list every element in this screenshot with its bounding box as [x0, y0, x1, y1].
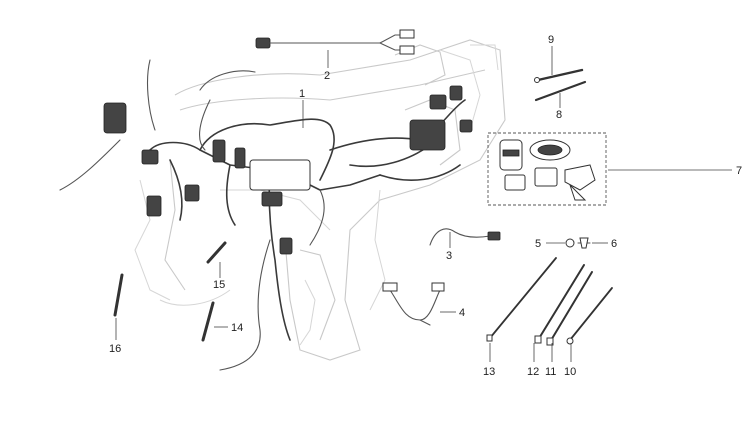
callout-16: 16	[109, 343, 121, 355]
callout-3: 3	[446, 250, 452, 262]
rods-parts	[534, 68, 587, 102]
harness-adapter-part	[255, 29, 415, 55]
callout-9: 9	[548, 34, 554, 46]
callout-6: 6	[611, 238, 617, 250]
connector-cable-part	[382, 282, 445, 326]
cable-ties	[486, 257, 613, 346]
callout-14: 14	[231, 322, 243, 334]
callout-4: 4	[459, 307, 465, 319]
callout-1: 1	[299, 88, 305, 100]
lock-kit-group	[487, 132, 607, 206]
main-wiring-harness	[59, 59, 473, 371]
clip-parts	[565, 237, 591, 249]
leader-lines	[115, 46, 732, 362]
callout-13: 13	[483, 366, 495, 378]
motorcycle-frame	[134, 39, 506, 361]
callout-5: 5	[535, 238, 541, 250]
callout-labels: 1 2 3 4 5 6 7 8 9 10 11 12 13 14 15 16	[109, 34, 742, 378]
callout-15: 15	[213, 279, 225, 291]
callout-8: 8	[556, 109, 562, 121]
callout-2: 2	[324, 70, 330, 82]
callout-10: 10	[564, 366, 576, 378]
small-bracket-parts	[113, 241, 227, 342]
callout-12: 12	[527, 366, 539, 378]
callout-7: 7	[736, 165, 742, 177]
small-cable-part	[429, 228, 501, 246]
callout-11: 11	[545, 366, 556, 378]
